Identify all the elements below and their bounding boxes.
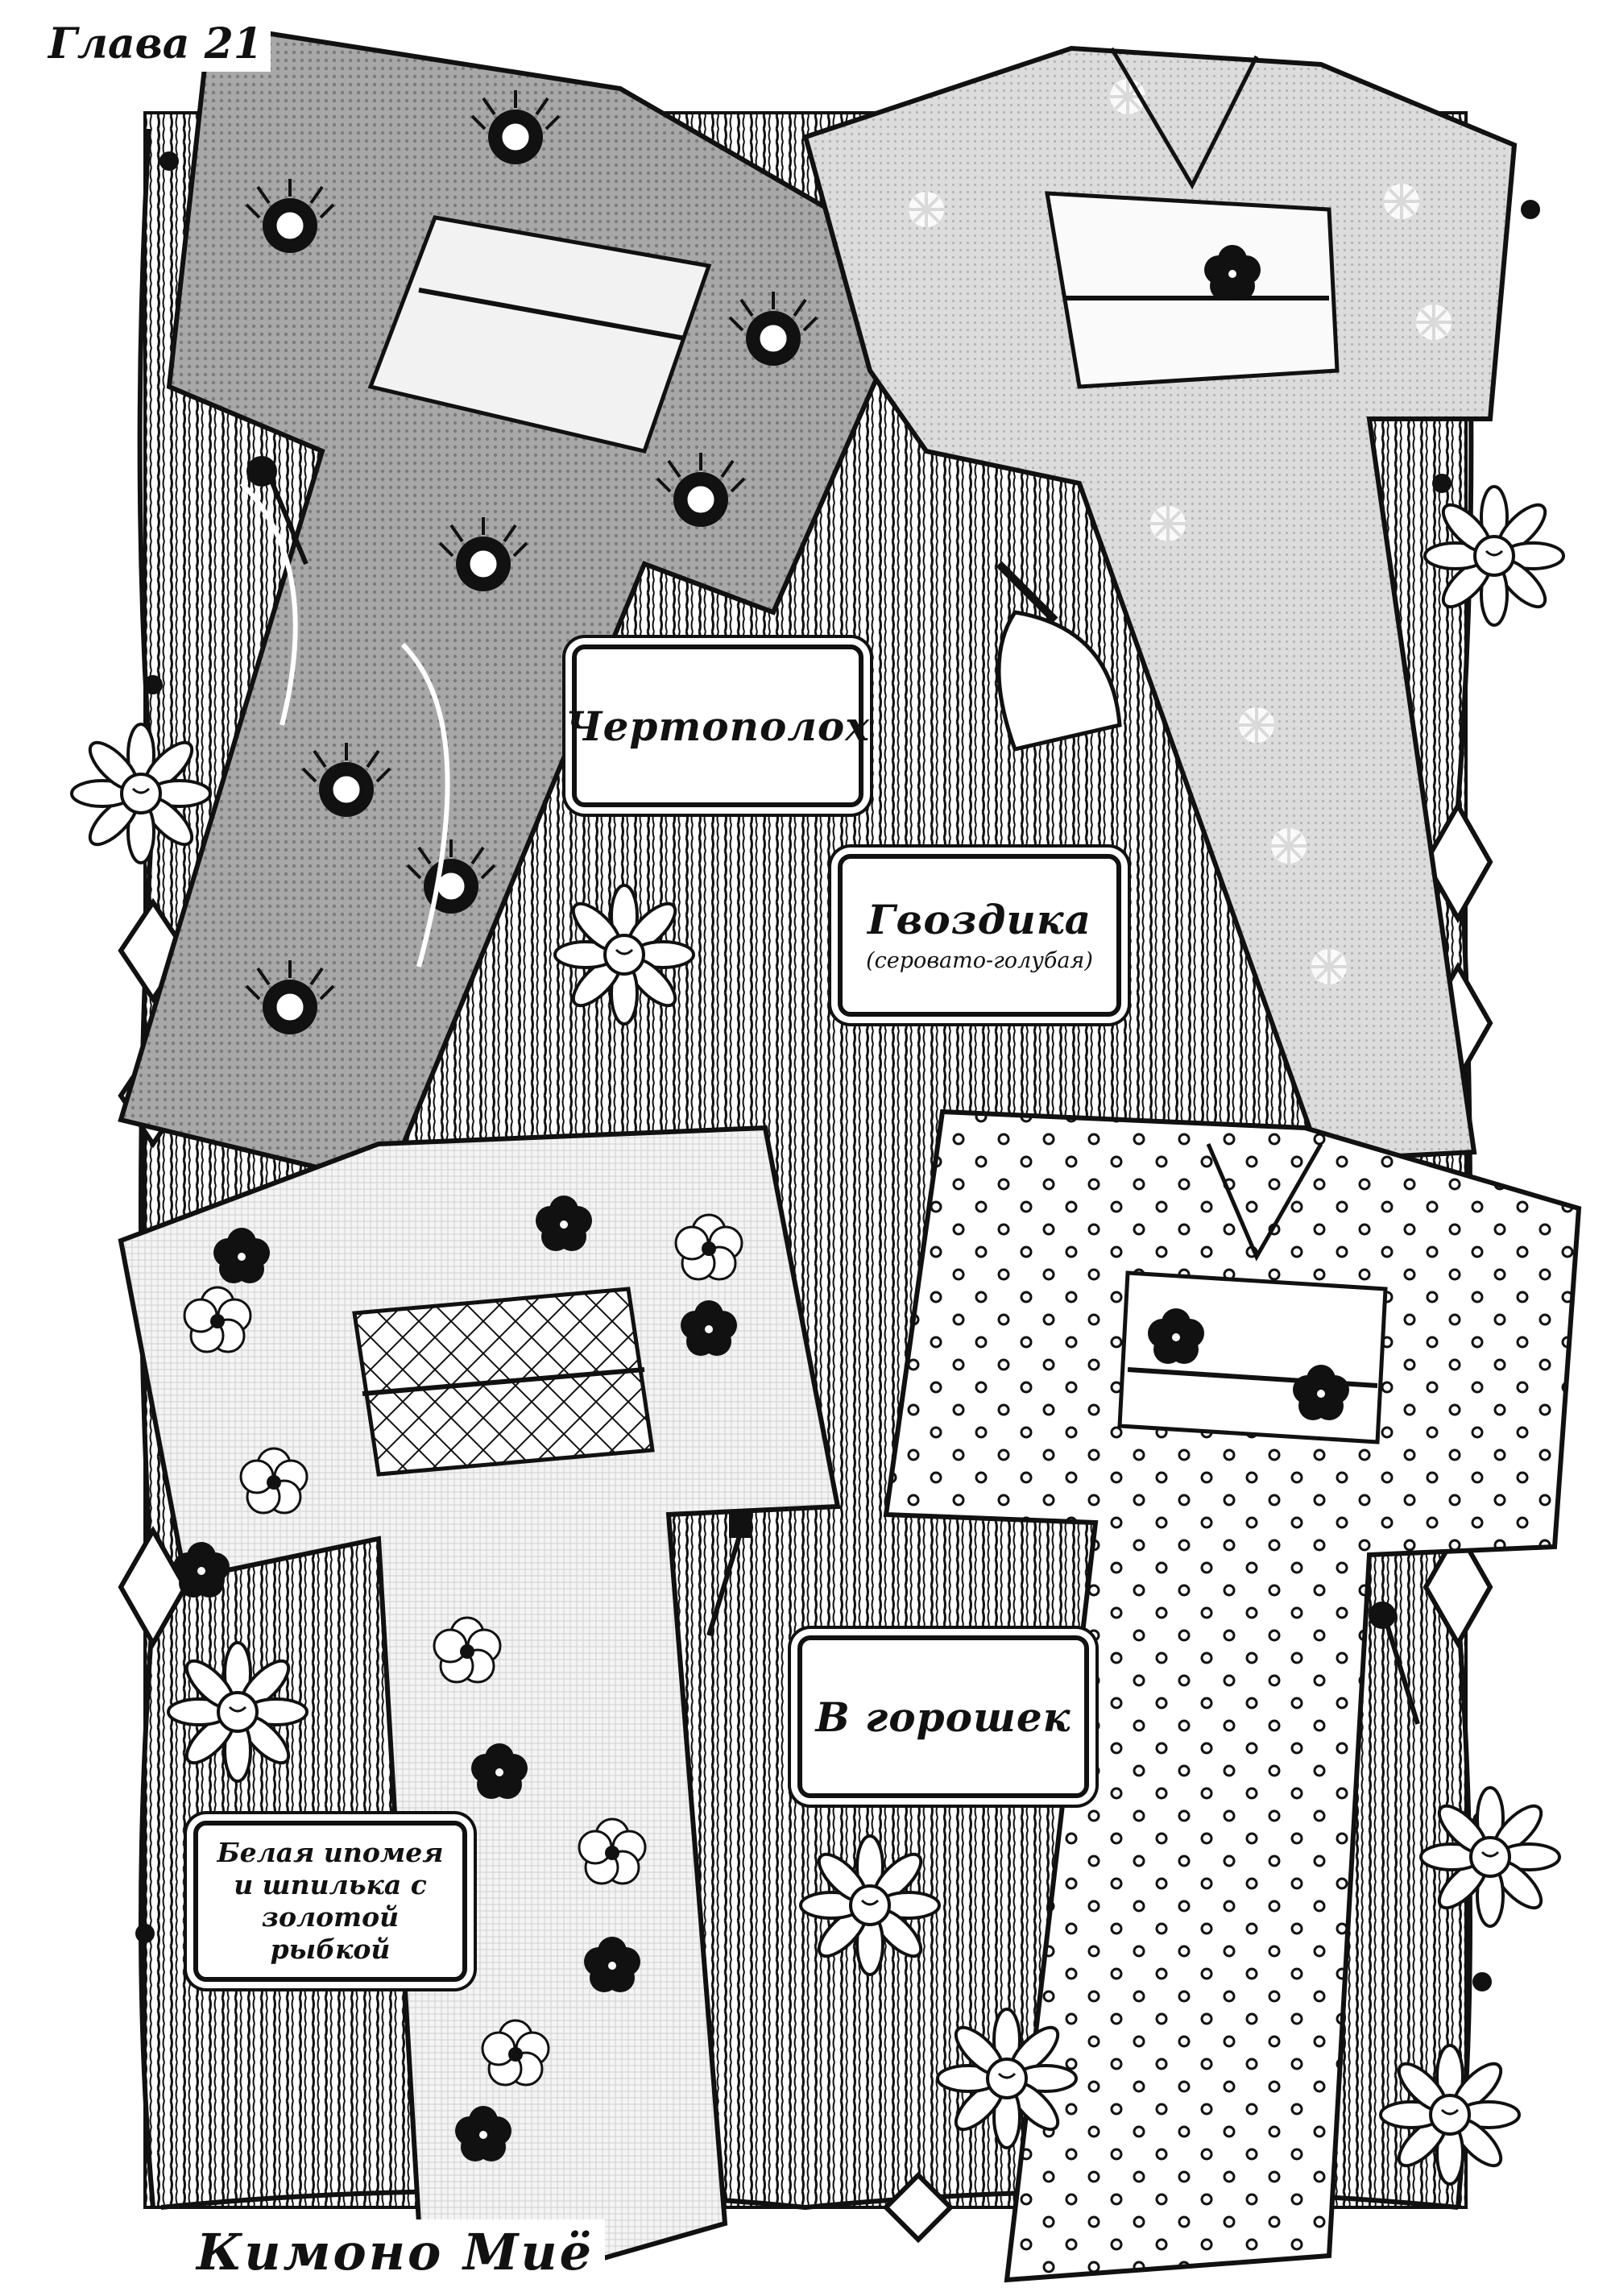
daisy-icon	[936, 2008, 1078, 2149]
label-polka-dot-title: В горошек	[815, 1693, 1071, 1741]
chapter-heading: Глава 21	[40, 16, 271, 72]
daisy-icon	[553, 884, 695, 1026]
drawstring-bag-icon	[996, 561, 1122, 752]
label-morning-glory-title: Белая ипомея и шпилька с золотой рыбкой	[217, 1836, 444, 1966]
label-thistle: Чертополох	[565, 644, 869, 807]
daisy-icon	[1419, 1786, 1561, 1928]
label-carnation-title: Гвоздика	[868, 896, 1091, 943]
label-morning-glory: Белая ипомея и шпилька с золотой рыбкой	[193, 1821, 467, 1982]
label-carnation-subtitle: (сероватo-голубая)	[866, 948, 1093, 973]
daisy-icon	[70, 723, 212, 864]
label-thistle-title: Чертополох	[565, 702, 871, 750]
morning-glory-kimono	[118, 1125, 841, 2275]
thistle-kimono	[118, 21, 930, 1187]
carnation-kimono	[802, 45, 1518, 1163]
daisy-icon	[167, 1641, 309, 1783]
daisy-icon	[1379, 2044, 1521, 2186]
hairpin-icon	[246, 456, 1420, 1725]
daisy-icon	[799, 1834, 941, 1976]
label-polka-dot: В горошек	[797, 1635, 1089, 1798]
label-carnation: Гвоздика (сероватo-голубая)	[838, 854, 1121, 1017]
daisy-icon	[1423, 485, 1565, 627]
polka-dot-kimono	[883, 1109, 1582, 2283]
page-footer: Кимоно Миё	[185, 2219, 606, 2285]
